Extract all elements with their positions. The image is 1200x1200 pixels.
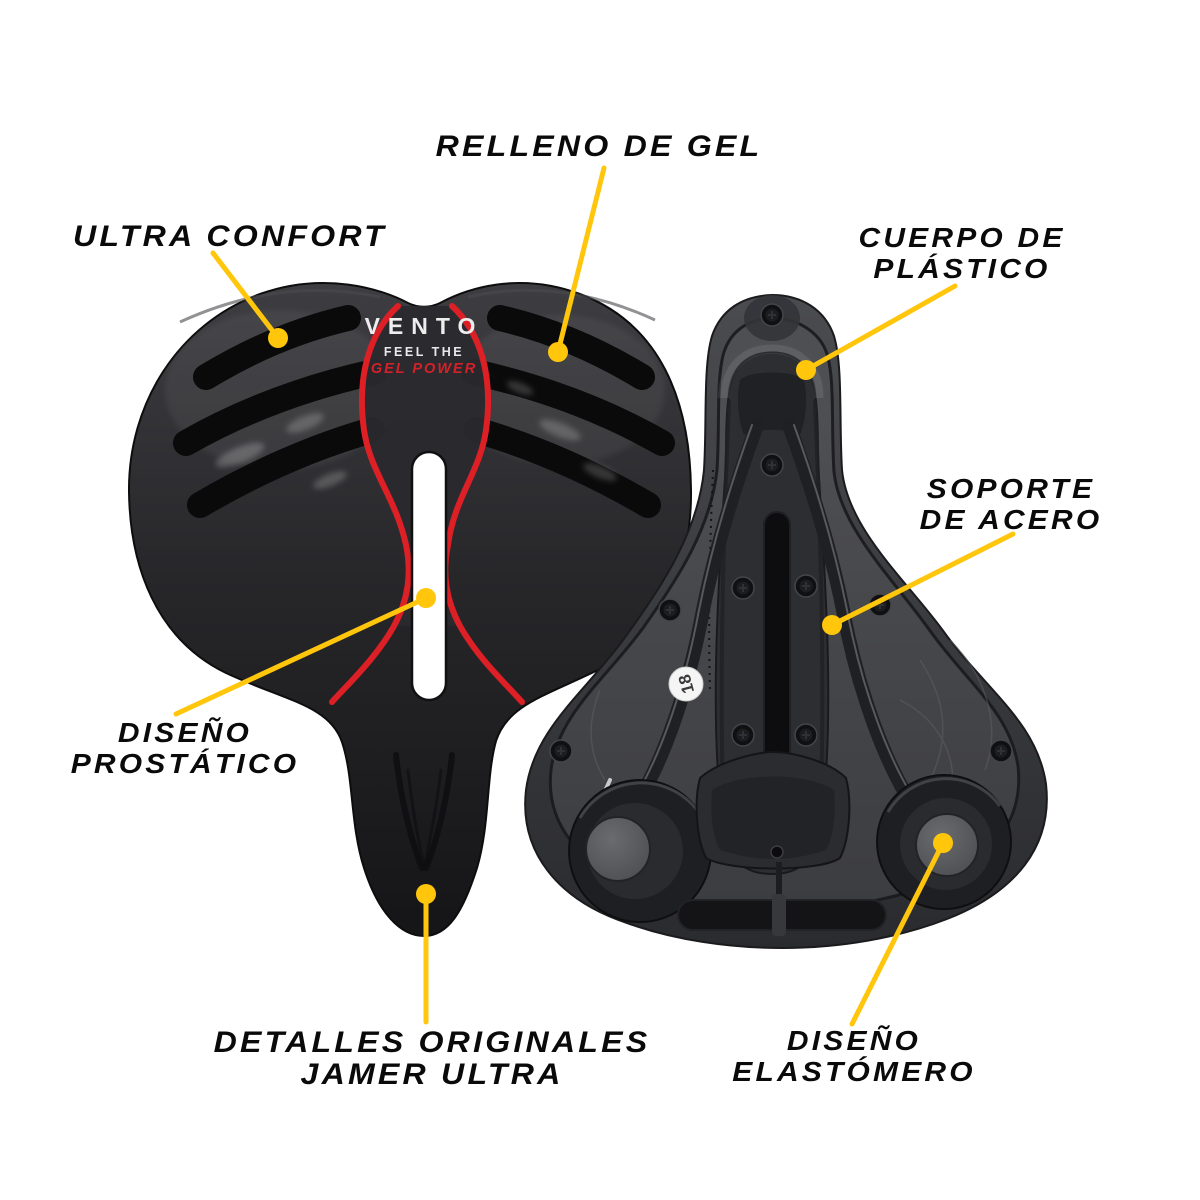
brand-logo-text: VENTO [365, 313, 484, 339]
clamp-screw [770, 845, 784, 859]
leader-lines [173, 165, 1016, 1027]
red-trim-lines [329, 303, 525, 705]
leader-dot-ultra-confort [268, 328, 288, 348]
callout-line: ELASTÓMERO [732, 1056, 976, 1087]
stripe-glints [215, 381, 617, 489]
rim-light-left [179, 288, 381, 324]
callout-line: DISEÑO [117, 717, 253, 748]
leader-dot-cuerpo-plastico [796, 360, 816, 380]
callout-line: CUERPO DE [858, 222, 1066, 253]
callout-ultra-confort: ULTRA CONFORT [73, 220, 387, 253]
leader-line-soporte-acero [829, 531, 1016, 628]
callout-line: DETALLES ORIGINALES [213, 1026, 651, 1059]
rear-slot-divider [772, 894, 786, 936]
spine-edge-right [813, 399, 825, 801]
callout-line: DISEÑO [786, 1025, 922, 1056]
callout-line: SOPORTE [926, 473, 1096, 504]
callout-line: JAMER ULTRA [300, 1058, 564, 1091]
leader-dot-diseno-prostatico [416, 588, 436, 608]
saddle-top-view: VENTO FEEL THE GEL POWER [127, 282, 693, 938]
leader-dot-relleno-gel [548, 342, 568, 362]
nose-v-details [393, 752, 455, 871]
rim-light-right [467, 288, 656, 322]
callout-diseno-prostatico: DISEÑO PROSTÁTICO [71, 717, 300, 779]
callout-line: PROSTÁTICO [70, 748, 300, 779]
callout-line: PLÁSTICO [873, 253, 1051, 284]
callout-cuerpo-de-plastico: CUERPO DE PLÁSTICO [858, 222, 1065, 284]
leader-dot-soporte-acero [822, 615, 842, 635]
leader-line-relleno-gel [555, 165, 607, 355]
leader-line-cuerpo-plastico [803, 283, 958, 373]
brand-tagline-text: FEEL THE [384, 345, 464, 359]
elastomer-bumper-left [568, 779, 712, 923]
callout-relleno-de-gel: RELLENO DE GEL [435, 130, 763, 163]
clamp-hump-recess [711, 776, 835, 859]
spine-edge-left [719, 399, 731, 801]
leader-dot-detalles-originales [416, 884, 436, 904]
rear-stem [776, 862, 782, 898]
leader-dot-diseno-elastomero [933, 833, 953, 853]
prostatic-cutout [410, 450, 448, 702]
callout-line: DE ACERO [919, 504, 1103, 535]
leader-line-diseno-elastomero [849, 840, 946, 1027]
leader-dots [268, 328, 953, 904]
callout-soporte-de-acero: SOPORTE DE ACERO [920, 473, 1103, 535]
gloss-stripes [173, 305, 675, 518]
leader-line-ultra-confort [210, 250, 281, 341]
size-sticker: 18 [668, 666, 704, 702]
callout-detalles-originales: DETALLES ORIGINALES JAMER ULTRA [214, 1027, 651, 1091]
size-sticker-text: 18 [675, 672, 698, 695]
bottom-center-slot [763, 511, 791, 769]
saddle-bottom-view: 18 [524, 293, 1048, 950]
callout-diseno-elastomero: DISEÑO ELASTÓMERO [732, 1025, 975, 1087]
brand-gel-power-text: GEL POWER [371, 361, 477, 377]
leader-line-diseno-prostatico [173, 595, 429, 717]
surface-scratches [590, 639, 993, 801]
steel-rails [595, 418, 951, 854]
